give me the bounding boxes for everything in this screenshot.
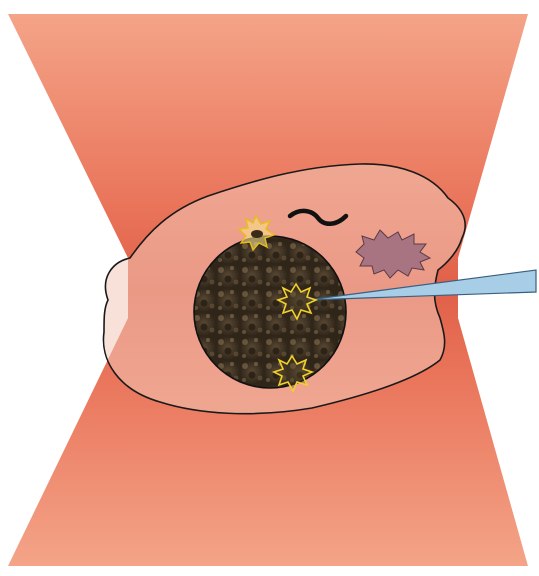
nucleus — [194, 236, 346, 388]
